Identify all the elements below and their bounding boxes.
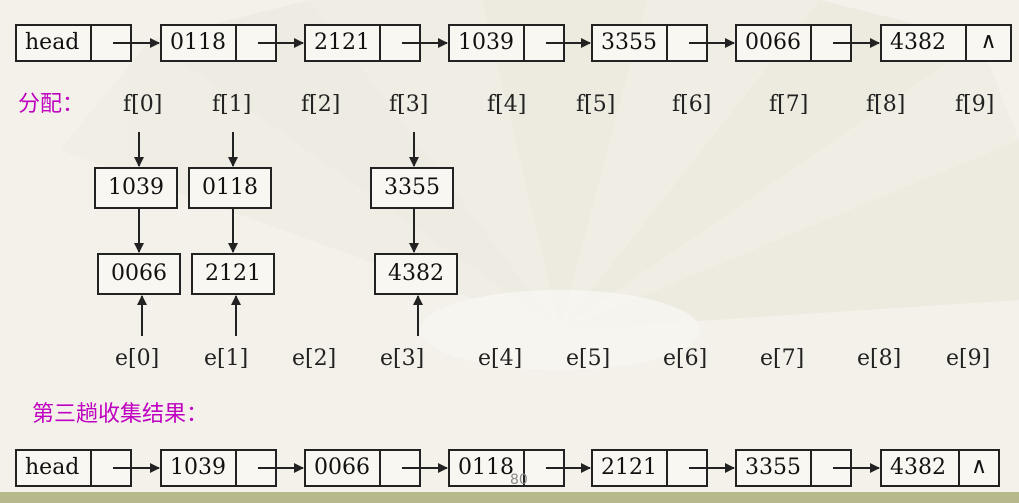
e-label: e[7] <box>760 346 805 371</box>
null-symbol: ∧ <box>970 454 988 479</box>
pointer-field: ∧ <box>958 451 998 485</box>
node-value: 1039 <box>170 455 226 480</box>
node-value: 3355 <box>745 455 801 480</box>
node-value: 3355 <box>601 30 657 55</box>
e-label: e[3] <box>380 346 425 371</box>
pointer-field: ∧ <box>965 26 1010 60</box>
pointer-field <box>379 26 419 60</box>
e-label: e[5] <box>566 346 611 371</box>
pointer-field <box>810 451 850 485</box>
node-value: 0118 <box>458 455 514 480</box>
bucket-3-head-node: 3355 <box>370 167 454 209</box>
node-value: 1039 <box>458 30 514 55</box>
f-label: f[4] <box>487 92 527 117</box>
e-label: e[6] <box>663 346 708 371</box>
bucket-1-head-node: 0118 <box>188 167 272 209</box>
node-value: 0066 <box>745 30 801 55</box>
node-value: 2121 <box>601 455 657 480</box>
head-label: head <box>25 30 80 55</box>
f-label: f[3] <box>389 92 429 117</box>
f-label: f[8] <box>866 92 906 117</box>
node-value: 0118 <box>170 30 226 55</box>
f-label: f[9] <box>955 92 995 117</box>
distribution-heading: 分配： <box>18 92 85 117</box>
node-value: 0118 <box>202 175 258 200</box>
list-node: 0066 <box>304 449 421 487</box>
node-value: 0066 <box>111 261 167 286</box>
e-label: e[9] <box>946 346 991 371</box>
list-node-tail: 4382 ∧ <box>880 449 1000 487</box>
e-label: e[1] <box>204 346 249 371</box>
node-value: 4382 <box>890 30 946 55</box>
pointer-field <box>666 26 706 60</box>
f-label: f[1] <box>212 92 252 117</box>
pointer-field <box>523 26 563 60</box>
f-label: f[5] <box>576 92 616 117</box>
e-label: e[2] <box>292 346 337 371</box>
pointer-field <box>666 451 706 485</box>
f-label: f[7] <box>769 92 809 117</box>
e-label: e[0] <box>115 346 160 371</box>
head-node: head <box>15 449 132 487</box>
node-value: 2121 <box>205 261 261 286</box>
bucket-0-head-node: 1039 <box>94 167 178 209</box>
list-node: 1039 <box>448 24 565 62</box>
bucket-0-tail-node: 0066 <box>97 253 181 295</box>
node-value: 2121 <box>314 30 370 55</box>
page-number: 80 <box>510 472 528 488</box>
list-node-tail: 4382 ∧ <box>880 24 1012 62</box>
bucket-3-tail-node: 4382 <box>374 253 458 295</box>
node-value: 3355 <box>384 175 440 200</box>
list-node: 3355 <box>591 24 708 62</box>
list-node: 2121 <box>591 449 708 487</box>
footer-bar <box>0 492 1019 503</box>
list-node: 0118 <box>160 24 277 62</box>
e-label: e[4] <box>478 346 523 371</box>
collection-result-heading: 第三趟收集结果： <box>32 402 209 427</box>
pointer-field <box>90 26 130 60</box>
list-node: 0066 <box>735 24 852 62</box>
bucket-1-tail-node: 2121 <box>191 253 275 295</box>
pointer-field <box>235 451 275 485</box>
e-label: e[8] <box>857 346 902 371</box>
list-node: 1039 <box>160 449 277 487</box>
pointer-field <box>523 451 563 485</box>
node-value: 0066 <box>314 455 370 480</box>
f-label: f[2] <box>301 92 341 117</box>
list-node: 0118 <box>448 449 565 487</box>
list-node: 3355 <box>735 449 852 487</box>
f-label: f[6] <box>672 92 712 117</box>
pointer-field <box>810 26 850 60</box>
pointer-field <box>235 26 275 60</box>
node-value: 4382 <box>388 261 444 286</box>
head-label: head <box>25 455 80 480</box>
node-value: 4382 <box>890 455 946 480</box>
list-node: 2121 <box>304 24 421 62</box>
null-symbol: ∧ <box>980 29 997 54</box>
node-value: 1039 <box>108 175 164 200</box>
pointer-field <box>379 451 419 485</box>
f-label: f[0] <box>123 92 163 117</box>
pointer-field <box>90 451 130 485</box>
